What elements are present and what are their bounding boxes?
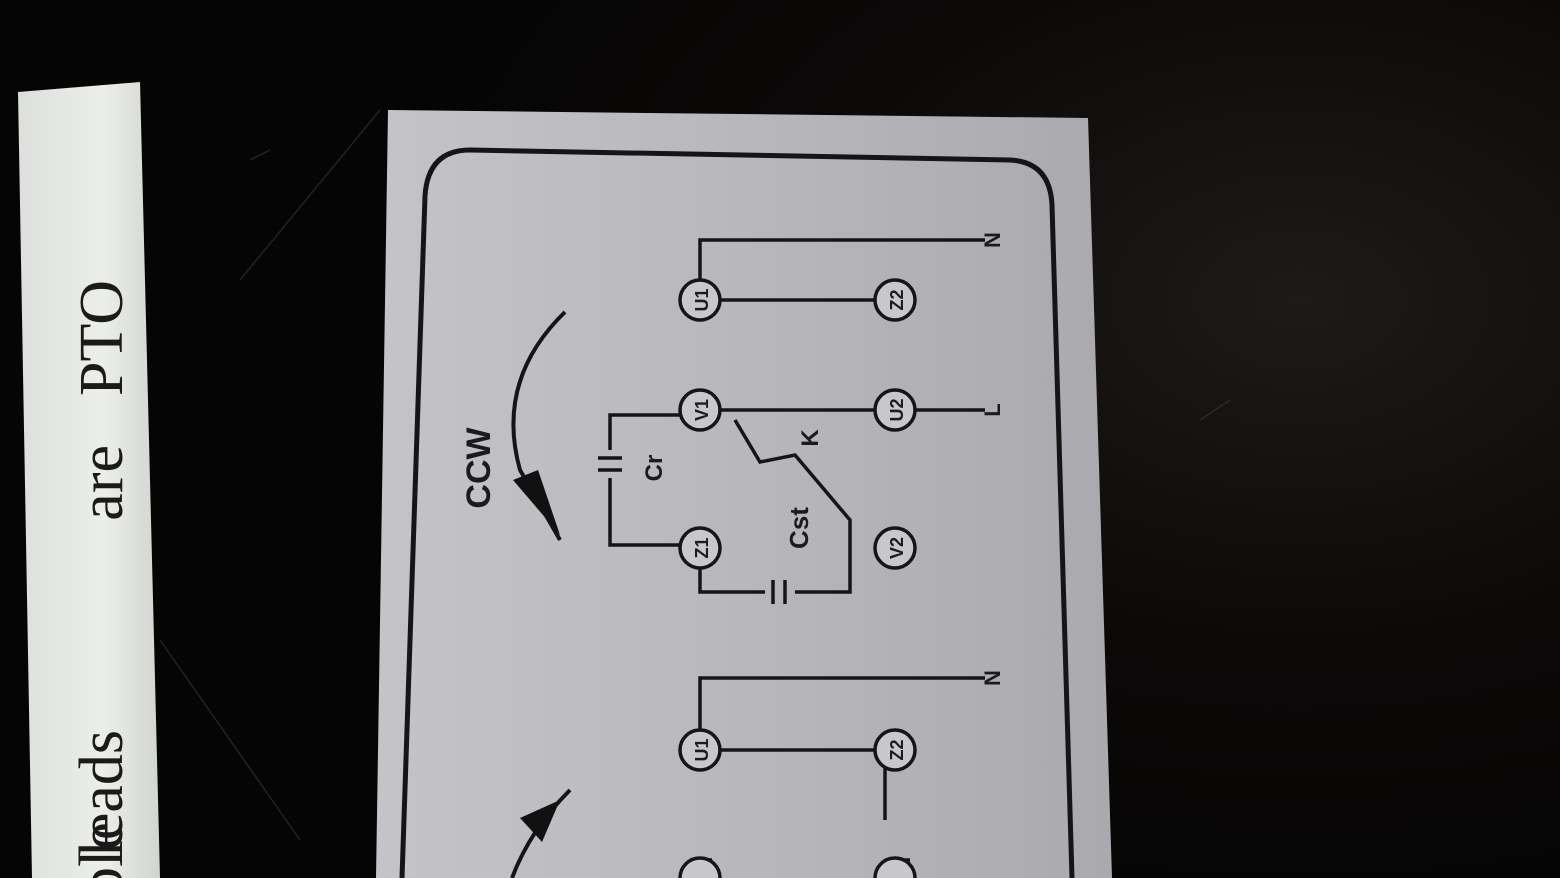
cw-arrow-head-icon: [520, 800, 560, 842]
switch-label: K: [797, 429, 824, 447]
strip-word-2: leads: [68, 730, 136, 857]
terminal-label-z2-cw: Z2: [887, 739, 907, 760]
strip-word-1: ble: [68, 822, 136, 878]
strip-word-4: PTO: [68, 280, 136, 396]
terminal-label-u1-ccw: U1: [692, 288, 712, 311]
paper-strip: [18, 82, 160, 878]
wiring-diagram-ccw: [598, 238, 985, 604]
strip-text: ble leads are PTO: [68, 280, 136, 878]
terminal-v1-ccw: [678, 388, 722, 432]
terminal-label-v1-ccw: V1: [692, 399, 712, 421]
strip-word-3: are: [68, 445, 136, 521]
ccw-arrow-head-icon: [513, 470, 560, 535]
ccw-arrow: [511, 310, 567, 541]
terminal-label-z2-ccw: Z2: [887, 289, 907, 310]
terminal-label-z1-ccw: Z1: [692, 537, 712, 558]
capacitor-run-label: Cr: [641, 455, 668, 482]
terminal-u1-cw: [678, 728, 722, 772]
terminal-label-u1-cw: U1: [692, 738, 712, 761]
terminals-ccw: [678, 278, 917, 570]
direction-label: CCW: [460, 426, 498, 508]
terminal-u2-cw-partial: [873, 856, 917, 878]
plate-labels: CCW U1 V1 Z1 Z2 U2 V2 U1 Z2 Cr Cst K L N…: [460, 232, 1005, 761]
terminal-z2-ccw: [873, 278, 917, 322]
terminal-z1-ccw: [678, 526, 722, 570]
terminal-u2-ccw: [873, 388, 917, 432]
neutral-label-ccw: N: [980, 232, 1005, 248]
terminal-v1-cw-partial: [678, 856, 722, 878]
terminal-z2-cw: [873, 728, 917, 772]
nameplate: [376, 110, 1112, 878]
terminal-label-u2-ccw: U2: [887, 398, 907, 421]
line-label-ccw: L: [980, 403, 1005, 416]
terminal-u1-ccw: [678, 278, 722, 322]
neutral-label-cw: N: [980, 670, 1005, 686]
background-scratches: [159, 109, 1231, 841]
capacitor-start-label: Cst: [784, 507, 814, 549]
terminals-cw: [678, 728, 917, 878]
terminal-v2-ccw: [873, 526, 917, 570]
nameplate-border: [399, 147, 1075, 878]
terminal-label-v2-ccw: V2: [887, 537, 907, 559]
